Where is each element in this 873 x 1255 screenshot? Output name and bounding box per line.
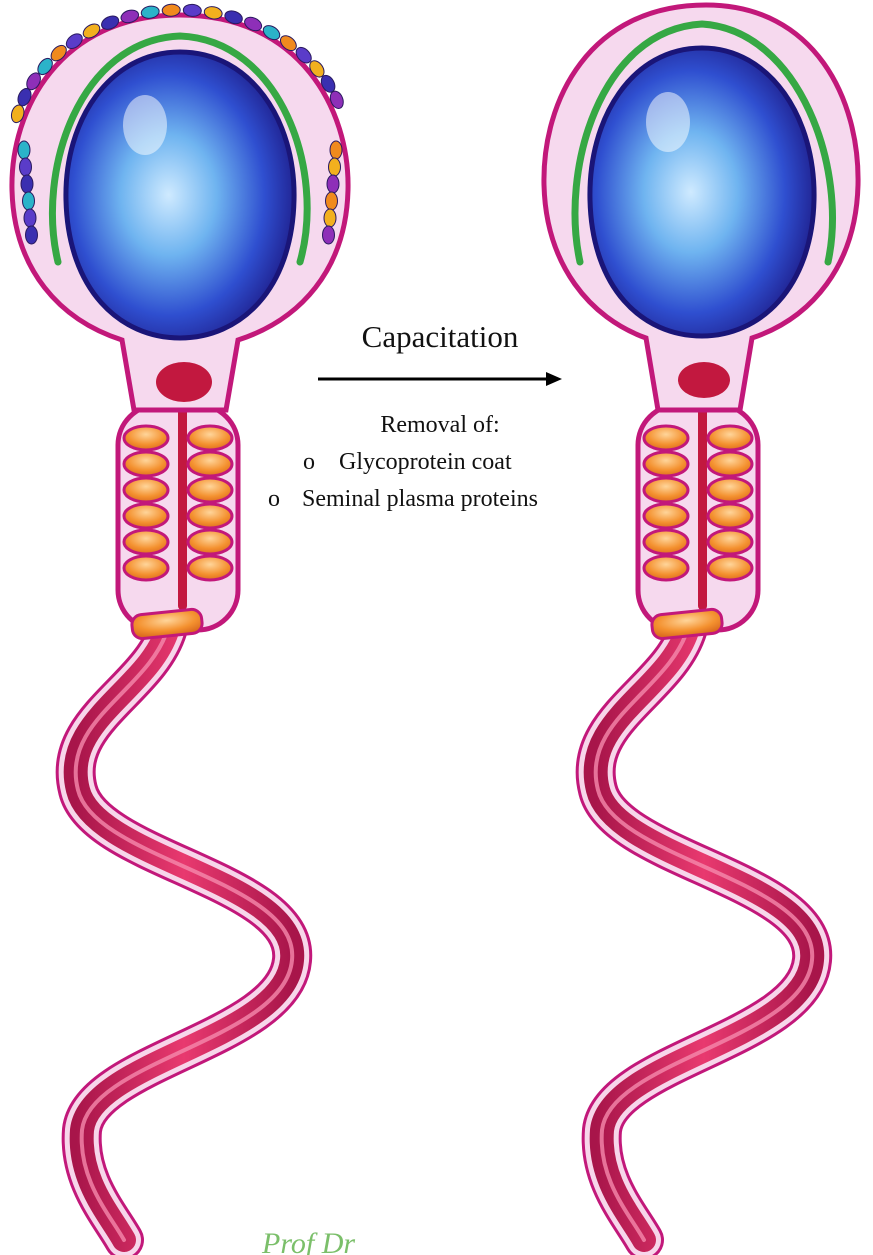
mitochondrion (644, 556, 688, 580)
annulus-left (131, 608, 203, 639)
mitochondrion (708, 452, 752, 476)
mitochondrion (188, 530, 232, 554)
tail-right (596, 628, 813, 1240)
coat-particle-icon (26, 226, 38, 244)
mitochondrion (188, 504, 232, 528)
sperm-after-icon (544, 5, 858, 1240)
removal-heading: Removal of: (380, 412, 499, 438)
mitochondrion (124, 556, 168, 580)
coat-particle-icon (329, 158, 341, 176)
watermark: Prof Dr (261, 1227, 355, 1255)
sperm-before-icon (10, 4, 348, 1240)
mitochondrion (644, 478, 688, 502)
mitochondrion (124, 478, 168, 502)
nucleus-right (590, 48, 814, 336)
coat-particle-icon (330, 141, 342, 159)
mitochondrion (644, 504, 688, 528)
removed-item-2-text: Seminal plasma proteins (302, 486, 538, 512)
mitochondrion (708, 478, 752, 502)
process-label: Capacitation (362, 319, 519, 354)
coat-particle-icon (18, 141, 30, 159)
tail-left (76, 628, 293, 1240)
bullet-1: o (303, 449, 315, 475)
mitochondrion (644, 452, 688, 476)
centriole-right (678, 362, 730, 398)
nucleus-left (66, 52, 294, 338)
coat-particle-icon (24, 209, 36, 227)
coat-particle-icon (324, 209, 336, 227)
mitochondrion (124, 452, 168, 476)
coat-particle-icon (23, 192, 35, 210)
coat-particle-icon (327, 175, 339, 193)
removed-item-1-text: Glycoprotein coat (339, 449, 512, 475)
head-left (12, 15, 348, 410)
head-right (544, 5, 858, 410)
coat-particle-icon (21, 175, 33, 193)
mitochondrion (644, 530, 688, 554)
coat-particle-icon (162, 4, 181, 17)
bullet-2: o (268, 486, 280, 512)
mitochondrion (708, 530, 752, 554)
mitochondrion (188, 426, 232, 450)
mitochondrion (644, 426, 688, 450)
annulus-right (651, 608, 723, 639)
mitochondrion (708, 556, 752, 580)
centriole-left (156, 362, 212, 402)
mitochondrion (124, 530, 168, 554)
removed-item-1: o Glycoprotein coat (303, 449, 512, 475)
mitochondrion (188, 478, 232, 502)
coat-particle-icon (20, 158, 32, 176)
mitochondrion (188, 556, 232, 580)
removed-item-2: o Seminal plasma proteins (268, 486, 538, 512)
mitochondrion (124, 504, 168, 528)
mitochondrion (708, 426, 752, 450)
coat-particle-icon (323, 226, 335, 244)
arrow-right-icon (318, 372, 562, 386)
mitochondrion (124, 426, 168, 450)
coat-particle-icon (326, 192, 338, 210)
mitochondrion (188, 452, 232, 476)
mitochondrion (708, 504, 752, 528)
